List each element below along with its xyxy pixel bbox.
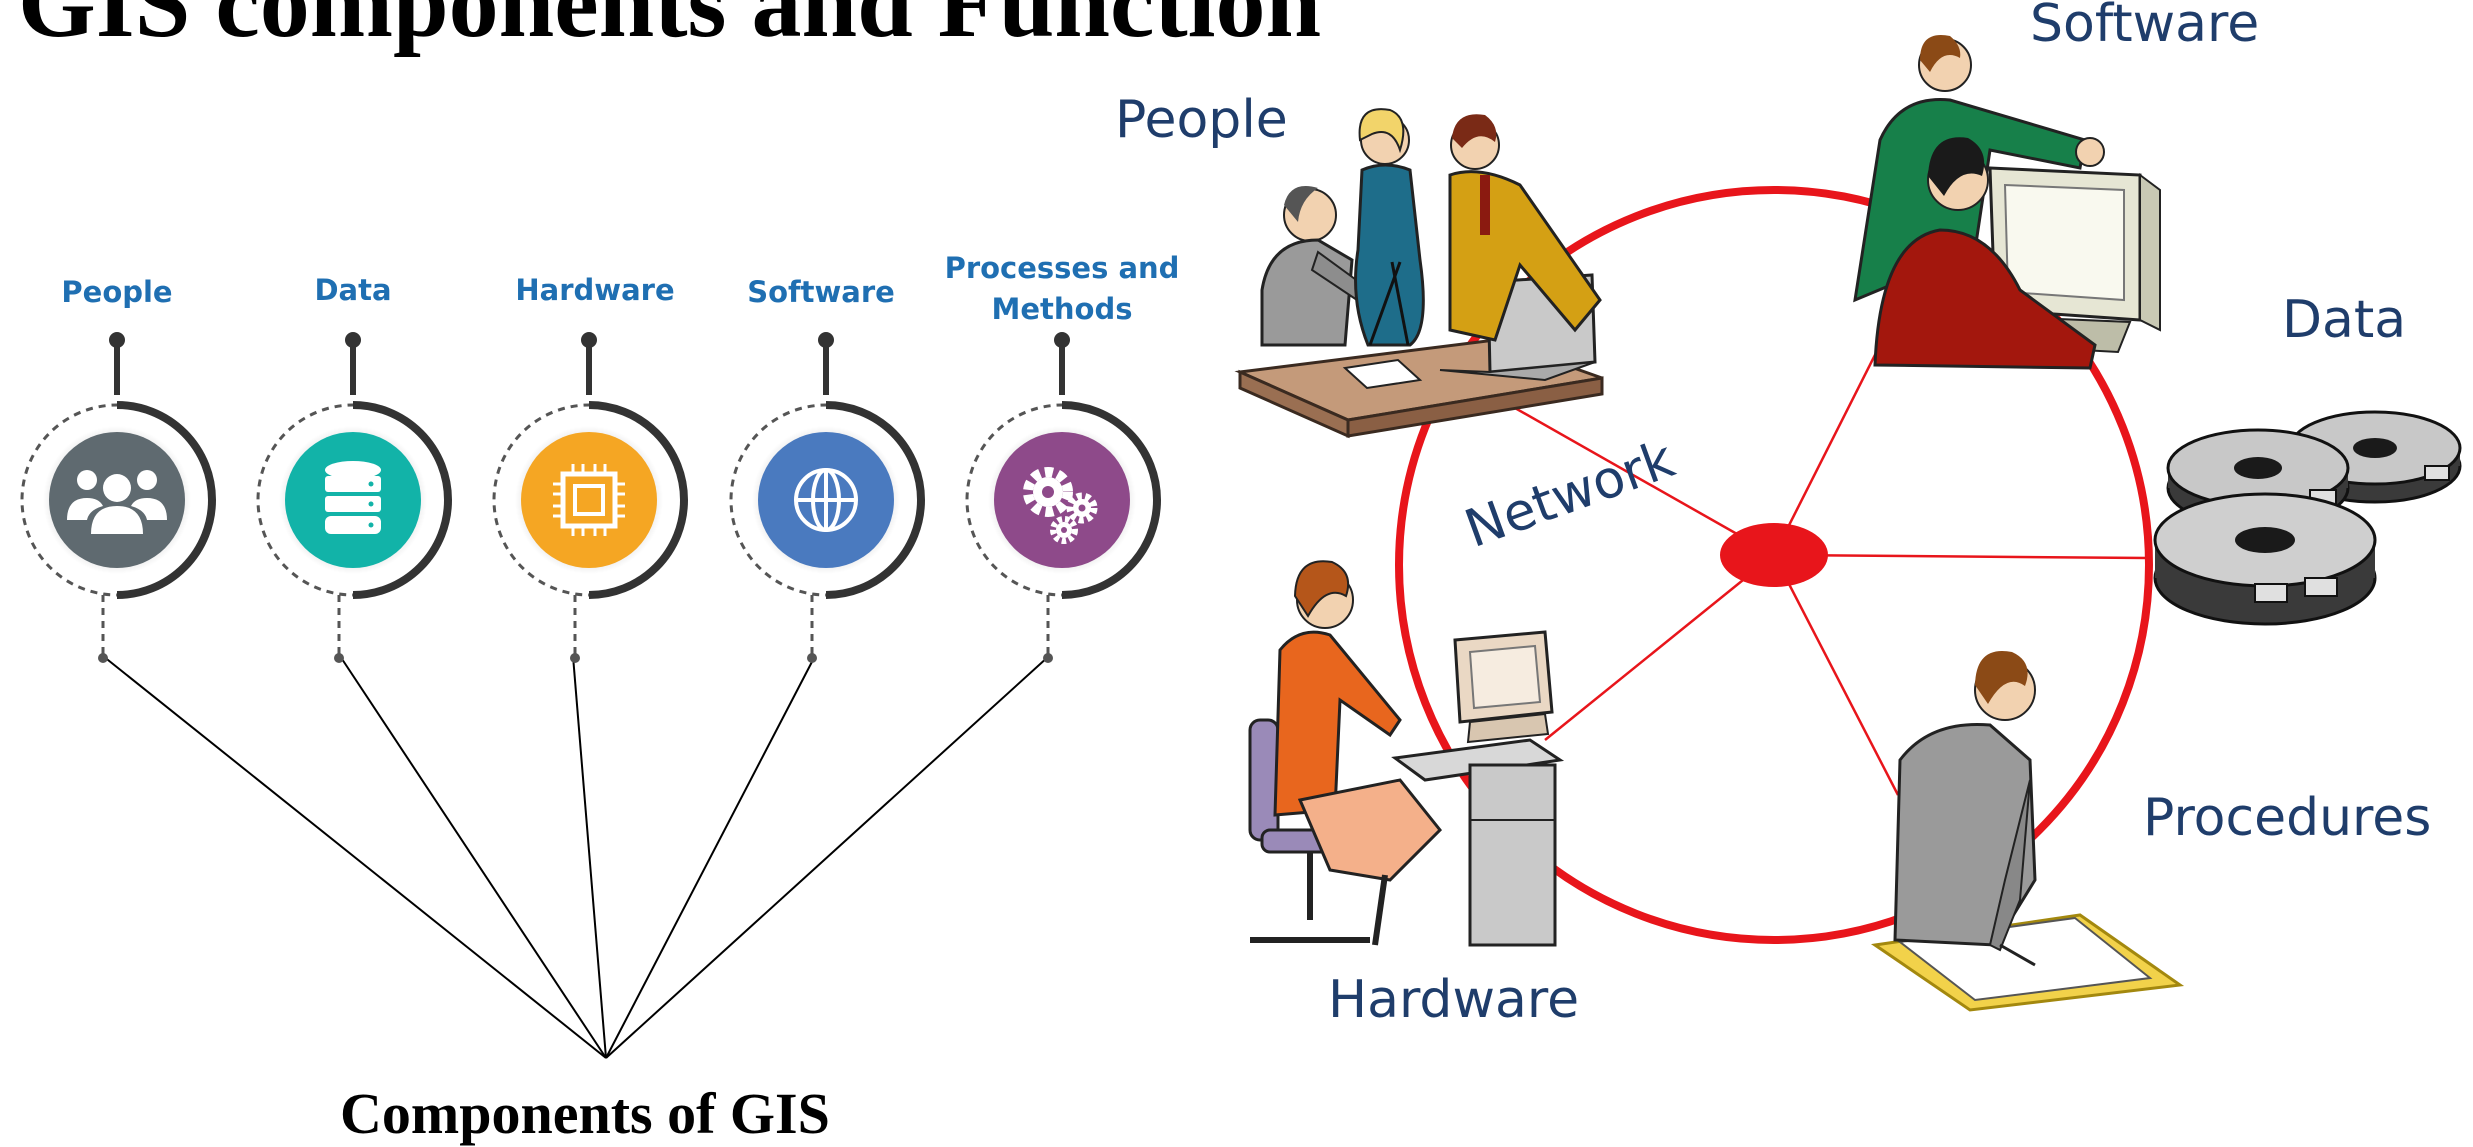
- people-group-icon: [67, 470, 167, 534]
- component-label-line: Software: [747, 275, 895, 309]
- component-label-line: Data: [314, 273, 392, 307]
- hardware-user-clipart: [1248, 560, 1565, 947]
- label-data: Data: [2282, 290, 2407, 350]
- network-ring: [1395, 186, 2153, 944]
- component-label-people: People: [0, 272, 247, 313]
- component-label-data: Data: [223, 270, 483, 311]
- network-spokes: [1514, 344, 2149, 796]
- component-label-line: Hardware: [515, 273, 675, 307]
- network-hub: [1720, 523, 1828, 587]
- data-disks-clipart: [2153, 410, 2462, 626]
- page-title: GIS components and Function: [18, 0, 1322, 58]
- connector-line-processes: [605, 655, 1050, 1059]
- connector-lines: [102, 655, 1050, 1059]
- component-label-hardware: Hardware: [465, 270, 725, 311]
- component-software: [729, 332, 925, 663]
- component-label-line: Processes and: [944, 251, 1180, 285]
- component-processes-and-methods: [965, 332, 1161, 663]
- component-data: [256, 332, 452, 663]
- component-hardware: [492, 332, 688, 663]
- label-software: Software: [2030, 0, 2260, 54]
- component-people: [20, 332, 216, 663]
- database-icon: [325, 461, 381, 534]
- procedures-clipart: [1870, 650, 2185, 1012]
- component-label-line: People: [61, 275, 173, 309]
- connector-line-hardware: [572, 655, 607, 1059]
- connector-line-software: [605, 655, 816, 1059]
- label-hardware: Hardware: [1328, 970, 1580, 1030]
- microchip-icon: [553, 464, 625, 536]
- component-label-line: Methods: [991, 291, 1133, 326]
- connector-line-data: [339, 655, 607, 1059]
- label-people: People: [1115, 90, 1288, 150]
- connector-line-people: [102, 655, 607, 1059]
- component-label-software: Software: [691, 272, 951, 313]
- software-users-clipart: [1853, 35, 2161, 370]
- label-procedures: Procedures: [2143, 788, 2432, 848]
- components-caption: Components of GIS: [340, 1081, 830, 1146]
- components-diagram: [20, 332, 1161, 1059]
- globe-icon: [794, 468, 858, 532]
- people-meeting-clipart: [1234, 108, 1604, 439]
- gears-icon: [1023, 467, 1098, 544]
